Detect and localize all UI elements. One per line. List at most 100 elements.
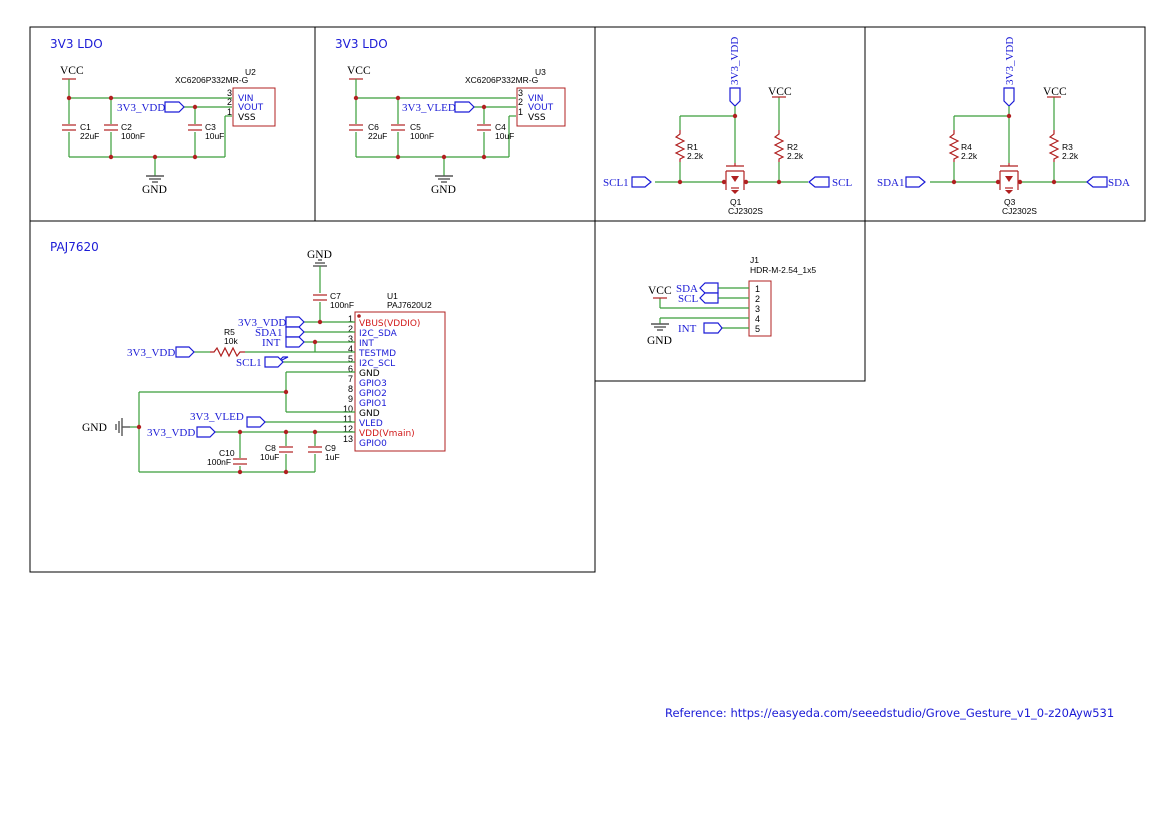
- sensor-pin7-num: 7: [348, 374, 353, 384]
- ldo2-c4-val: 10uF: [495, 131, 514, 141]
- ldo1-pin-vss: VSS: [238, 113, 256, 123]
- ldo1-pinnum-1: 1: [227, 107, 232, 117]
- ldo2-gnd-symbol: [435, 175, 453, 183]
- ldo2-pin-vin: VIN: [528, 94, 544, 104]
- ldo2-c5-ref: C5: [410, 122, 421, 132]
- sensor-net-scl1: SCL1: [236, 357, 262, 369]
- sensor-pin5-num: 5: [348, 354, 353, 364]
- ldo1-part: XC6206P332MR-G: [175, 75, 248, 85]
- sensor-flag-vdd-r5: [175, 346, 195, 358]
- sensor-circuit: GND C7 100nF U1 PAJ7620U2 VBUS(VDDIO) I2…: [82, 249, 446, 475]
- sda-left-net: SDA1: [877, 177, 905, 189]
- sensor-pin10-num: 10: [343, 404, 353, 414]
- scl-r2-val: 2.2k: [787, 151, 804, 161]
- sensor-pin7-name: GPIO3: [359, 379, 387, 389]
- sensor-gnd-top-label: GND: [307, 249, 332, 261]
- sda-q3-val: CJ2302S: [1002, 206, 1037, 216]
- sensor-r5-val: 10k: [224, 336, 238, 346]
- ldo1-out-net: 3V3_VDD: [117, 102, 165, 114]
- sensor-pin12-num: 12: [343, 424, 353, 434]
- sensor-net-vdd-r5: 3V3_VDD: [127, 347, 175, 359]
- j1-pin-1: 1: [755, 284, 760, 294]
- ldo1-ic: [232, 87, 276, 127]
- ldo2-pin-vss: VSS: [528, 113, 546, 123]
- scl-r2-resistor: [773, 130, 785, 162]
- sensor-part: PAJ7620U2: [387, 300, 432, 310]
- sda-r4-ref: R4: [961, 142, 972, 152]
- j1-pin-4: 4: [755, 314, 760, 324]
- sensor-pin9-num: 9: [348, 394, 353, 404]
- reference-link[interactable]: Reference: https://easyeda.com/seeedstud…: [665, 706, 1114, 720]
- ldo2-title: 3V3 LDO: [335, 37, 388, 51]
- scl1-flag: [631, 176, 652, 188]
- sensor-flag-scl1: [264, 356, 284, 368]
- ldo1-c3-ref: C3: [205, 122, 216, 132]
- sensor-pin8-name: GPIO2: [359, 389, 387, 399]
- sda-r3-val: 2.2k: [1062, 151, 1079, 161]
- sensor-pin4-num: 4: [348, 344, 353, 354]
- ldo1-c3-val: 10uF: [205, 131, 224, 141]
- sda-r3-ref: R3: [1062, 142, 1073, 152]
- j1-scl-flag: [699, 292, 719, 304]
- sensor-pin3-num: 3: [348, 334, 353, 344]
- frame-shifter-sda: [864, 26, 1146, 222]
- sensor-r5-ref: R5: [224, 327, 235, 337]
- ldo2-out-flag: [454, 101, 475, 113]
- sensor-flag-vled: [246, 416, 266, 428]
- sensor-c7-val: 100nF: [330, 300, 354, 310]
- sensor-c10-val: 100nF: [207, 457, 231, 467]
- ldo1-vcc-label: VCC: [60, 65, 84, 77]
- sensor-pin8-num: 8: [348, 384, 353, 394]
- ldo2-c6-val: 22uF: [368, 131, 387, 141]
- sensor-flag-vdd-pin1: [285, 316, 305, 328]
- ldo2-part: XC6206P332MR-G: [465, 75, 538, 85]
- scl-q1-ref: Q1: [730, 197, 742, 207]
- sensor-net-vled: 3V3_VLED: [190, 411, 244, 423]
- sensor-pin12-name: VDD(Vmain): [359, 429, 415, 439]
- ldo2-c5-val: 100nF: [410, 131, 434, 141]
- sensor-title: PAJ7620: [50, 240, 99, 254]
- scl-left-net: SCL1: [603, 177, 629, 189]
- j1-pin-3: 3: [755, 304, 760, 314]
- ldo1-c2-val: 100nF: [121, 131, 145, 141]
- sensor-pin6-name: GND: [359, 369, 380, 379]
- scl-vdd-label: 3V3_VDD: [729, 37, 741, 85]
- ldo2-vcc-label: VCC: [347, 65, 371, 77]
- j1-gnd-symbol: [651, 323, 669, 331]
- scl-right-net: SCL: [832, 177, 852, 189]
- scl-q1-mosfet: [725, 163, 745, 194]
- j1-vcc-label: VCC: [648, 285, 672, 297]
- sda-right-net: SDA: [1108, 177, 1130, 189]
- sensor-c10-ref: C10: [219, 448, 235, 458]
- sda-vdd-label: 3V3_VDD: [1004, 37, 1016, 85]
- sensor-c8-val: 10uF: [260, 452, 279, 462]
- sensor-ic: [354, 311, 446, 452]
- j1-part: HDR-M-2.54_1x5: [750, 265, 816, 275]
- ldo1-gnd-symbol: [146, 175, 164, 183]
- shifter-sda-circuit: 3V3_VDD VCC R4 2.2k R3 2.2k Q3 C: [877, 37, 1130, 216]
- j1-pin-2: 2: [755, 294, 760, 304]
- j1-gnd-label: GND: [647, 335, 672, 347]
- sensor-pin13-name: GPIO0: [359, 439, 387, 449]
- ldo1-gnd-label: GND: [142, 184, 167, 196]
- sensor-gnd-left-label: GND: [82, 422, 107, 434]
- sensor-pin3-name: INT: [359, 339, 374, 349]
- sensor-net-vdd-pin1: 3V3_VDD: [238, 317, 286, 329]
- section-frames: [29, 26, 1146, 573]
- ldo1-capacitors: [62, 124, 202, 132]
- sensor-pin5-name: I2C_SCL: [359, 359, 395, 369]
- scl-r1-ref: R1: [687, 142, 698, 152]
- ldo2-out-net: 3V3_VLED: [402, 102, 456, 114]
- sda1-flag: [905, 176, 926, 188]
- sda-r4-resistor: [948, 130, 960, 162]
- ldo1-c1-val: 22uF: [80, 131, 99, 141]
- scl-vdd-flag: [729, 87, 741, 107]
- scl-vcc-label: VCC: [768, 86, 792, 98]
- ldo1-c2-ref: C2: [121, 122, 132, 132]
- ldo1-pin-vout: VOUT: [238, 103, 264, 113]
- sensor-ref: U1: [387, 291, 398, 301]
- sensor-gnd-left-symbol: [115, 418, 130, 436]
- sda-r3-resistor: [1048, 130, 1060, 162]
- scl-r1-resistor: [674, 130, 686, 162]
- j1-ref: J1: [750, 255, 759, 265]
